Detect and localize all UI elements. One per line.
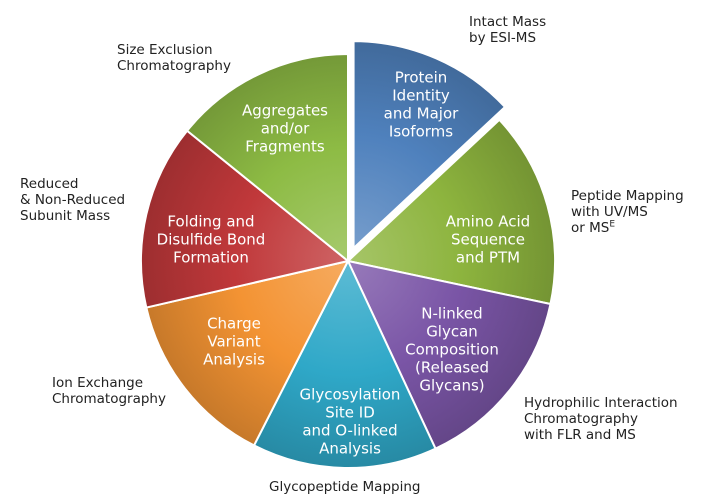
pie-slice-n-linked: [346, 259, 552, 450]
outer-label-ion-exchange: Ion Exchange Chromatography: [52, 375, 166, 407]
outer-label-reduced-subunit: Reduced & Non-Reduced Subunit Mass: [20, 176, 126, 224]
outer-label-hilic: Hydrophilic Interaction Chromatography w…: [524, 395, 678, 443]
pie-slice-charge-variant: [145, 259, 350, 447]
pie-slice-folding: [140, 129, 351, 309]
outer-label-size-exclusion: Size Exclusion Chromatography: [117, 42, 231, 74]
outer-label-peptide-mapping: Peptide Mapping with UV/MS or MSE: [571, 188, 684, 236]
pie-slice-glycosylation: [252, 258, 437, 469]
outer-label-glycopeptide-mapping: Glycopeptide Mapping: [269, 479, 421, 495]
pie-slice-amino-acid: [345, 118, 556, 306]
outer-label-intact-mass: Intact Mass by ESI-MS: [469, 14, 547, 46]
pie-slice-aggregates: [185, 52, 349, 264]
pie-slice-protein-identity: [352, 40, 507, 251]
